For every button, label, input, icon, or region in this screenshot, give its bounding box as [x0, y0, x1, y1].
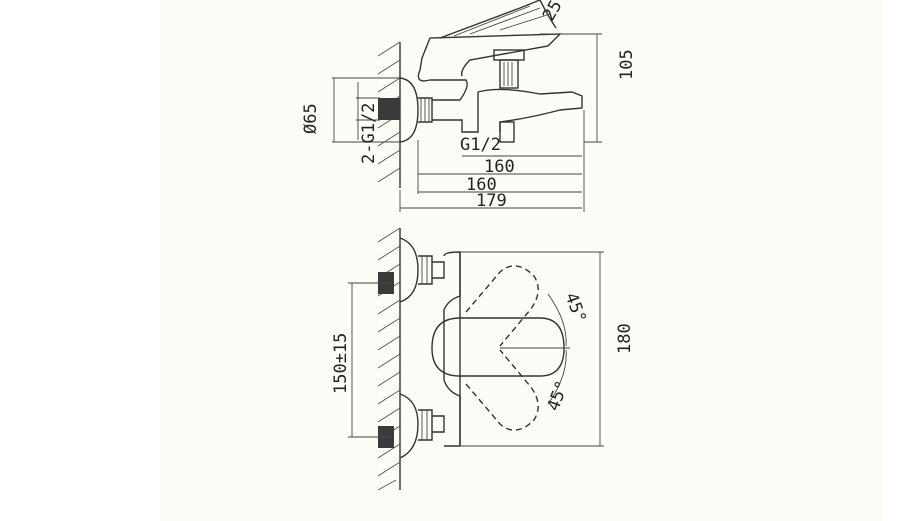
handle-rotated-down — [465, 349, 539, 431]
dim-lengths: 160 160 179 — [399, 110, 585, 212]
lever-rotated-outline — [439, 0, 541, 39]
angle-upper-label: 45° — [561, 290, 590, 326]
angle-lower-label: 45° — [544, 378, 573, 414]
diameter-label: Ø65 — [301, 103, 321, 134]
side-inlet-pipe — [378, 98, 400, 120]
length-inner-label: 160 — [484, 157, 515, 177]
side-outlet — [499, 121, 515, 143]
angle-top-label: 25° — [539, 0, 572, 25]
diverter-knob — [493, 49, 525, 89]
front-wall — [377, 227, 401, 491]
outlet-thread-label: G1/2 — [460, 135, 501, 155]
side-lever — [417, 33, 562, 101]
front-view: 45° 45° 180 150±15 — [331, 227, 635, 491]
center-distance-label: 150±15 — [331, 333, 351, 394]
length-outer-label: 160 — [466, 175, 497, 195]
front-handle — [431, 317, 565, 377]
length-total-label: 179 — [476, 191, 507, 211]
inlet-thread-label: 2-G1/2 — [359, 103, 379, 164]
handle-rotated-up — [465, 265, 539, 347]
angle-arc-upper — [547, 293, 567, 347]
front-flange-lower — [399, 393, 419, 459]
dim-center-distance: 150±15 — [331, 282, 392, 438]
front-flange-upper — [399, 237, 419, 303]
angle-arc-lower — [547, 349, 567, 405]
drawing-sheet — [160, 0, 882, 521]
front-body — [443, 251, 461, 447]
dim-flange: Ø65 2-G1/2 — [301, 77, 400, 164]
dim-height-105: 105 — [540, 33, 637, 143]
dim-height-180: 180 — [460, 251, 635, 447]
side-view: 25° 105 Ø65 2-G1/2 G1/2 — [301, 0, 637, 212]
side-flange — [399, 77, 419, 143]
dim-height-105-label: 105 — [617, 49, 637, 80]
dim-height-180-label: 180 — [615, 323, 635, 354]
side-spout — [432, 88, 583, 133]
